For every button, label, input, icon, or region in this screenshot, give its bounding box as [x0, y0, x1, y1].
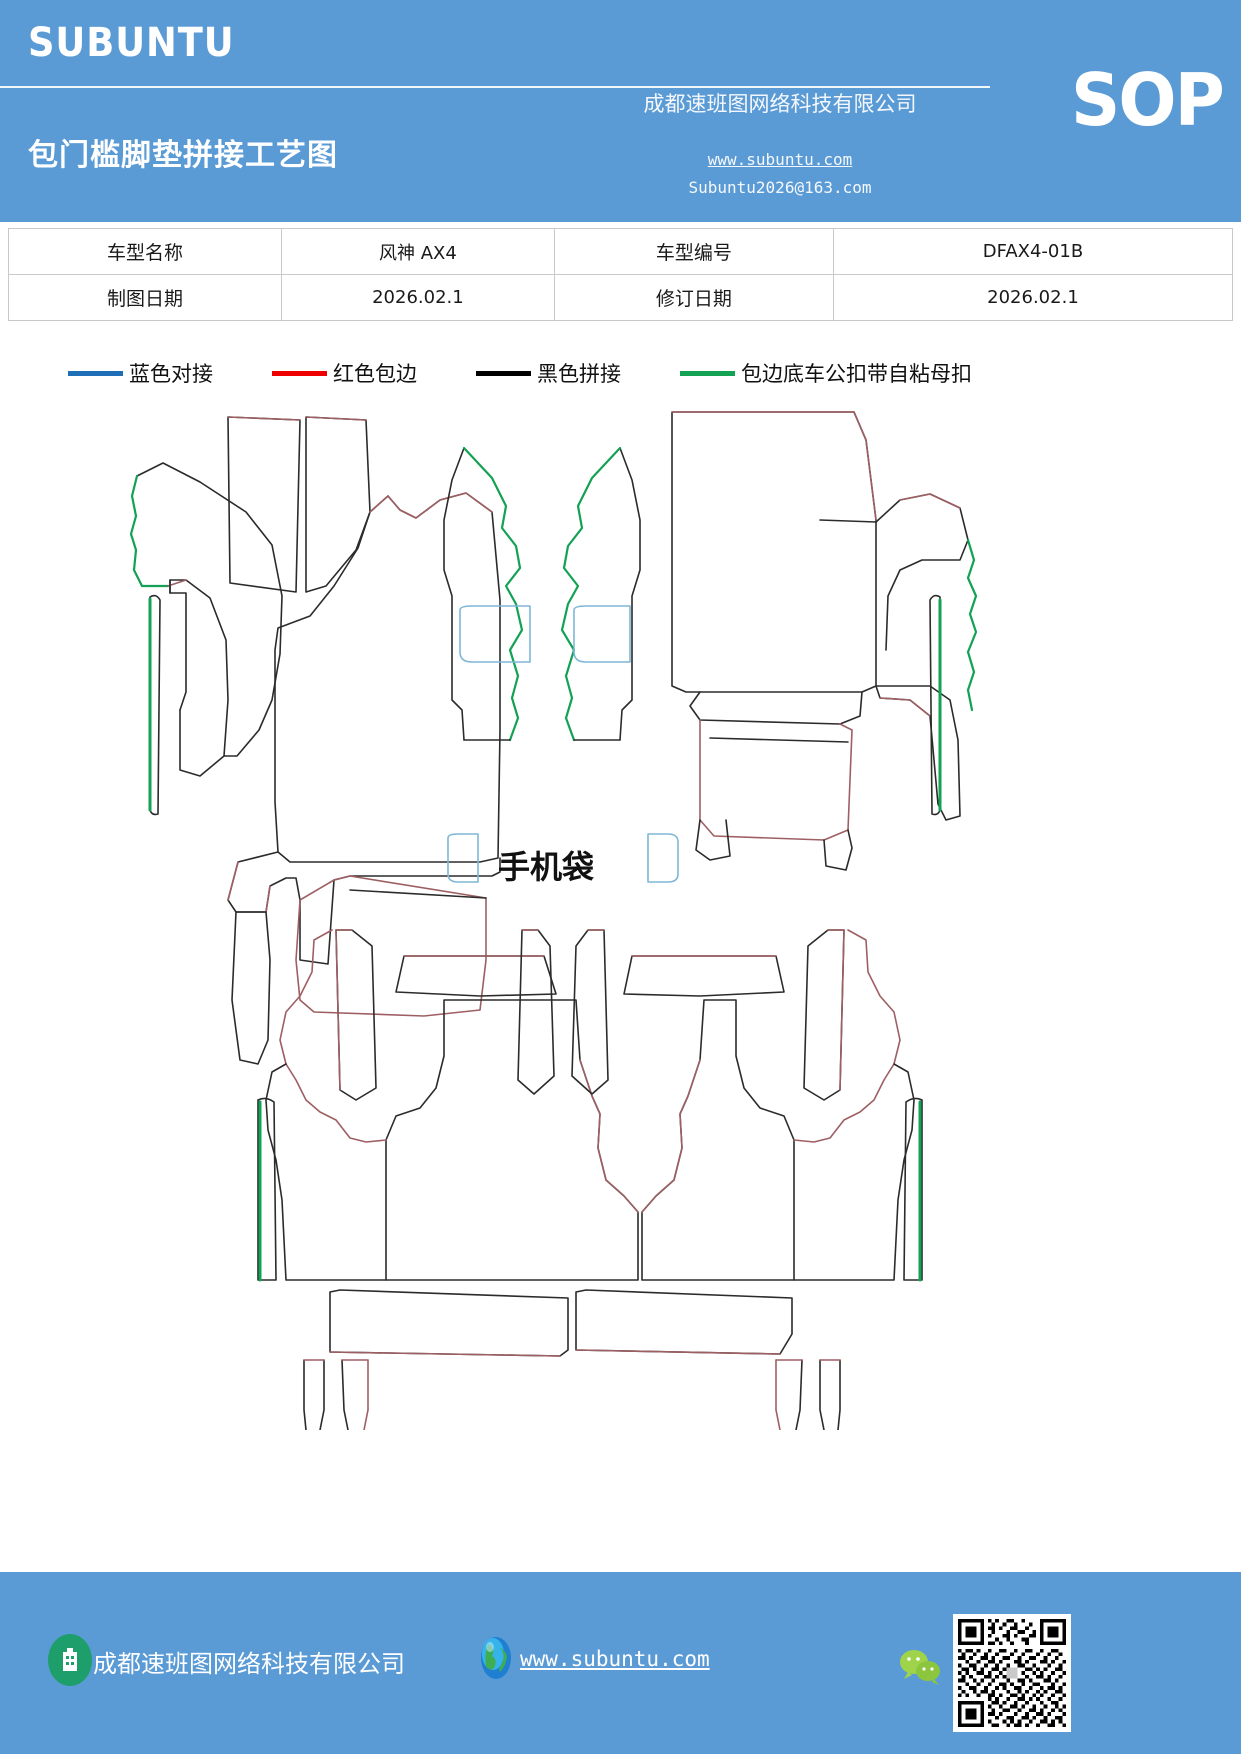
- piece-center-left-wave: [443, 446, 524, 742]
- piece-rear-bottom-left-bar: [329, 1289, 569, 1357]
- header-company-name: 成都速班图网络科技有限公司: [643, 92, 917, 116]
- piece-left-phone-pocket: [459, 605, 531, 663]
- legend-item-red-edge-binding: 红色包边: [272, 358, 417, 388]
- value-model-name: 风神 AX4: [280, 228, 555, 275]
- piece-right-phone-pocket: [573, 605, 631, 663]
- piece-rear-center-right-tab: [571, 929, 609, 1095]
- piece-rear-center-left-tab: [517, 929, 555, 1095]
- piece-center-right-wave: [560, 446, 641, 742]
- piece-left-driver-mat: [274, 492, 501, 863]
- value-model-code: DFAX4-01B: [832, 228, 1234, 275]
- piece-left-tab: [231, 911, 271, 1065]
- wechat-icon: [898, 1648, 944, 1686]
- page-title: 包门槛脚垫拼接工艺图: [28, 138, 338, 173]
- footer-company-name: 成都速班图网络科技有限公司: [93, 1650, 405, 1678]
- phone-pocket-label: 手机袋: [498, 848, 595, 886]
- piece-rear-right-floor: [641, 999, 795, 1281]
- legend-swatch-icon: [272, 370, 327, 376]
- legend-item-black-splice: 黑色拼接: [476, 358, 621, 388]
- table-row: 制图日期 2026.02.1 修订日期 2026.02.1: [8, 274, 1234, 321]
- legend: 蓝色对接 红色包边 黑色拼接 包边底车公扣带自粘母扣: [0, 358, 1241, 398]
- legend-swatch-icon: [68, 370, 123, 376]
- globe-icon: [474, 1634, 518, 1682]
- legend-label: 红色包边: [333, 362, 417, 386]
- table-row: 车型名称 风神 AX4 车型编号 DFAX4-01B: [8, 228, 1234, 275]
- qr-code: [953, 1614, 1071, 1732]
- piece-rear-bottom-right-bar: [575, 1289, 793, 1355]
- label-model-code: 车型编号: [553, 228, 834, 275]
- piece-right-lower-block: [689, 691, 863, 871]
- brand-logo: SUBUNTU: [28, 20, 235, 66]
- piece-rear-left-sill: [257, 1097, 277, 1282]
- legend-label: 蓝色对接: [129, 362, 213, 386]
- piece-rear-left-seatback: [395, 955, 557, 997]
- mat-pattern-svg: [129, 411, 978, 1430]
- piece-right-wing: [875, 493, 969, 651]
- header-divider: [0, 86, 990, 88]
- label-model-name: 车型名称: [8, 228, 282, 275]
- building-icon: [48, 1634, 92, 1686]
- legend-item-blue-butt-joint: 蓝色对接: [68, 358, 213, 388]
- pocket-callout-shapes: [447, 833, 679, 883]
- piece-right-green-edge: [966, 538, 978, 712]
- header-email[interactable]: Subuntu2026@163.com: [688, 178, 872, 197]
- sop-badge: SOP: [1071, 58, 1225, 142]
- piece-right-outer-sill: [929, 594, 942, 816]
- piece-rear-right-tab: [803, 929, 845, 1101]
- legend-item-green-hook-loop: 包边底车公扣带自粘母扣: [680, 358, 972, 388]
- piece-rear-right-seatback: [623, 955, 785, 997]
- piece-rear-strap-right-2: [819, 1359, 841, 1430]
- vehicle-info-table: 车型名称 风神 AX4 车型编号 DFAX4-01B 制图日期 2026.02.…: [8, 228, 1234, 321]
- piece-rear-left-wing: [265, 929, 387, 1281]
- piece-rear-strap-left-1: [303, 1359, 325, 1430]
- legend-swatch-icon: [680, 370, 735, 376]
- piece-left-kick-panel: [129, 462, 283, 777]
- piece-rear-left-tab: [335, 929, 377, 1101]
- piece-left-outer-sill: [148, 594, 161, 816]
- piece-right-threshold-strip: [875, 685, 961, 821]
- piece-rear-strap-left-2: [341, 1359, 369, 1430]
- legend-label: 包边底车公扣带自粘母扣: [741, 362, 972, 386]
- header-website-link[interactable]: www.subuntu.com: [707, 150, 853, 169]
- piece-right-passenger-mat: [671, 411, 877, 693]
- page-header: SUBUNTU 包门槛脚垫拼接工艺图 成都速班图网络科技有限公司 www.sub…: [0, 0, 1241, 222]
- piece-rear-strap-right-1: [775, 1359, 803, 1430]
- piece-left-lower-block: [295, 875, 487, 1017]
- label-revision-date: 修订日期: [553, 274, 834, 321]
- mat-pattern-drawing: 手机袋: [0, 400, 1241, 1430]
- piece-left-heel-pad-a: [227, 416, 301, 593]
- legend-label: 黑色拼接: [537, 362, 621, 386]
- piece-rear-right-sill: [903, 1097, 923, 1282]
- footer-website-link[interactable]: www.subuntu.com: [520, 1647, 710, 1671]
- legend-swatch-icon: [476, 370, 531, 376]
- page-footer: 成都速班图网络科技有限公司 www.subuntu.com: [0, 1572, 1241, 1754]
- piece-rear-left-floor: [385, 999, 639, 1281]
- piece-rear-right-wing: [793, 929, 915, 1281]
- piece-left-heel-pad-b: [305, 416, 371, 593]
- value-draw-date: 2026.02.1: [280, 274, 555, 321]
- piece-left-threshold-strip: [227, 851, 501, 965]
- value-revision-date: 2026.02.1: [832, 274, 1234, 321]
- label-draw-date: 制图日期: [8, 274, 282, 321]
